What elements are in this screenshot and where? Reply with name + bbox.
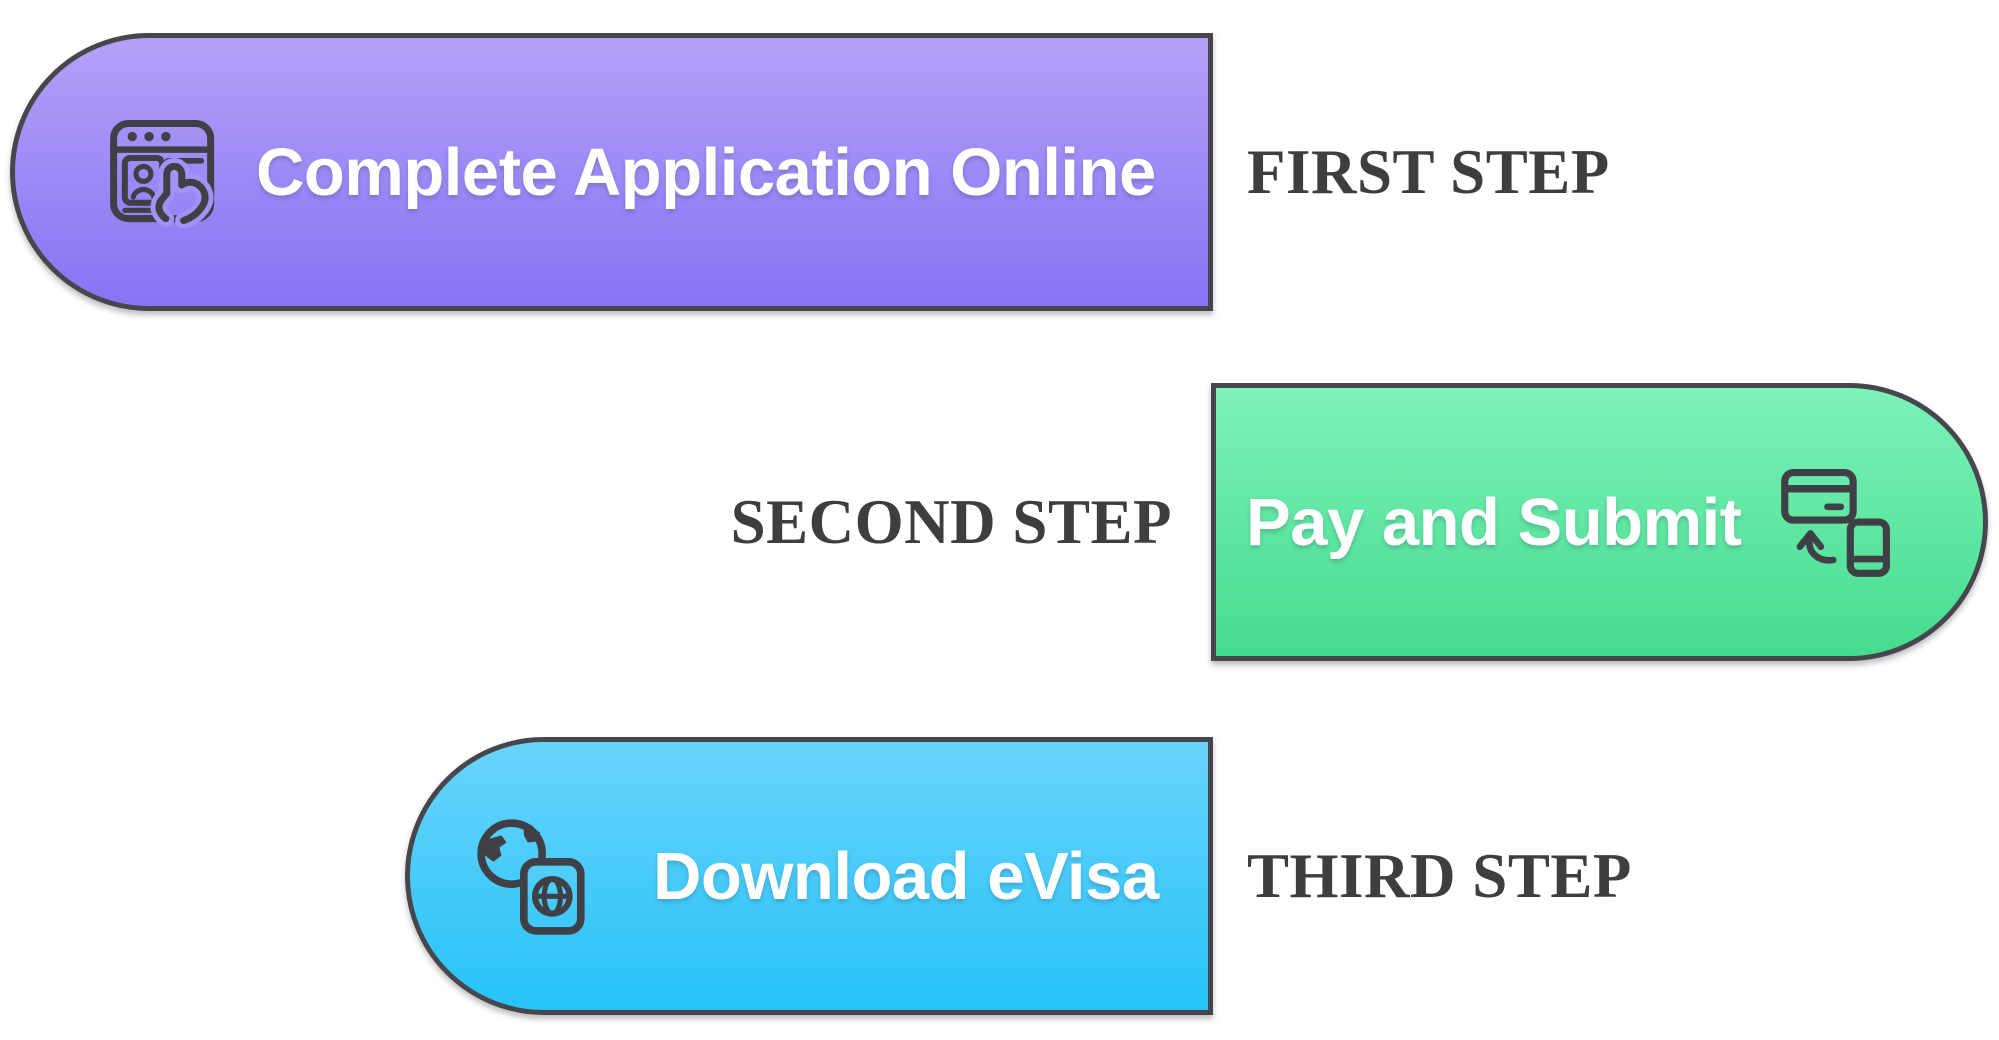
step3-label: THIRD STEP xyxy=(1247,840,1632,911)
step2-pill-pay-and-submit: Pay and Submit xyxy=(1211,383,1988,661)
step2-title: Pay and Submit xyxy=(1246,484,1742,560)
step1-label: FIRST STEP xyxy=(1247,136,1610,207)
application-form-icon xyxy=(108,116,220,228)
step3-pill-download-evisa: Download eVisa xyxy=(405,737,1213,1015)
evisa-passport-icon xyxy=(473,815,595,937)
step3-title: Download eVisa xyxy=(653,838,1159,914)
step1-pill-complete-application: Complete Application Online xyxy=(10,33,1213,311)
step1-title: Complete Application Online xyxy=(256,134,1156,210)
step2-label: SECOND STEP xyxy=(730,486,1172,557)
payment-transfer-icon xyxy=(1780,465,1894,579)
